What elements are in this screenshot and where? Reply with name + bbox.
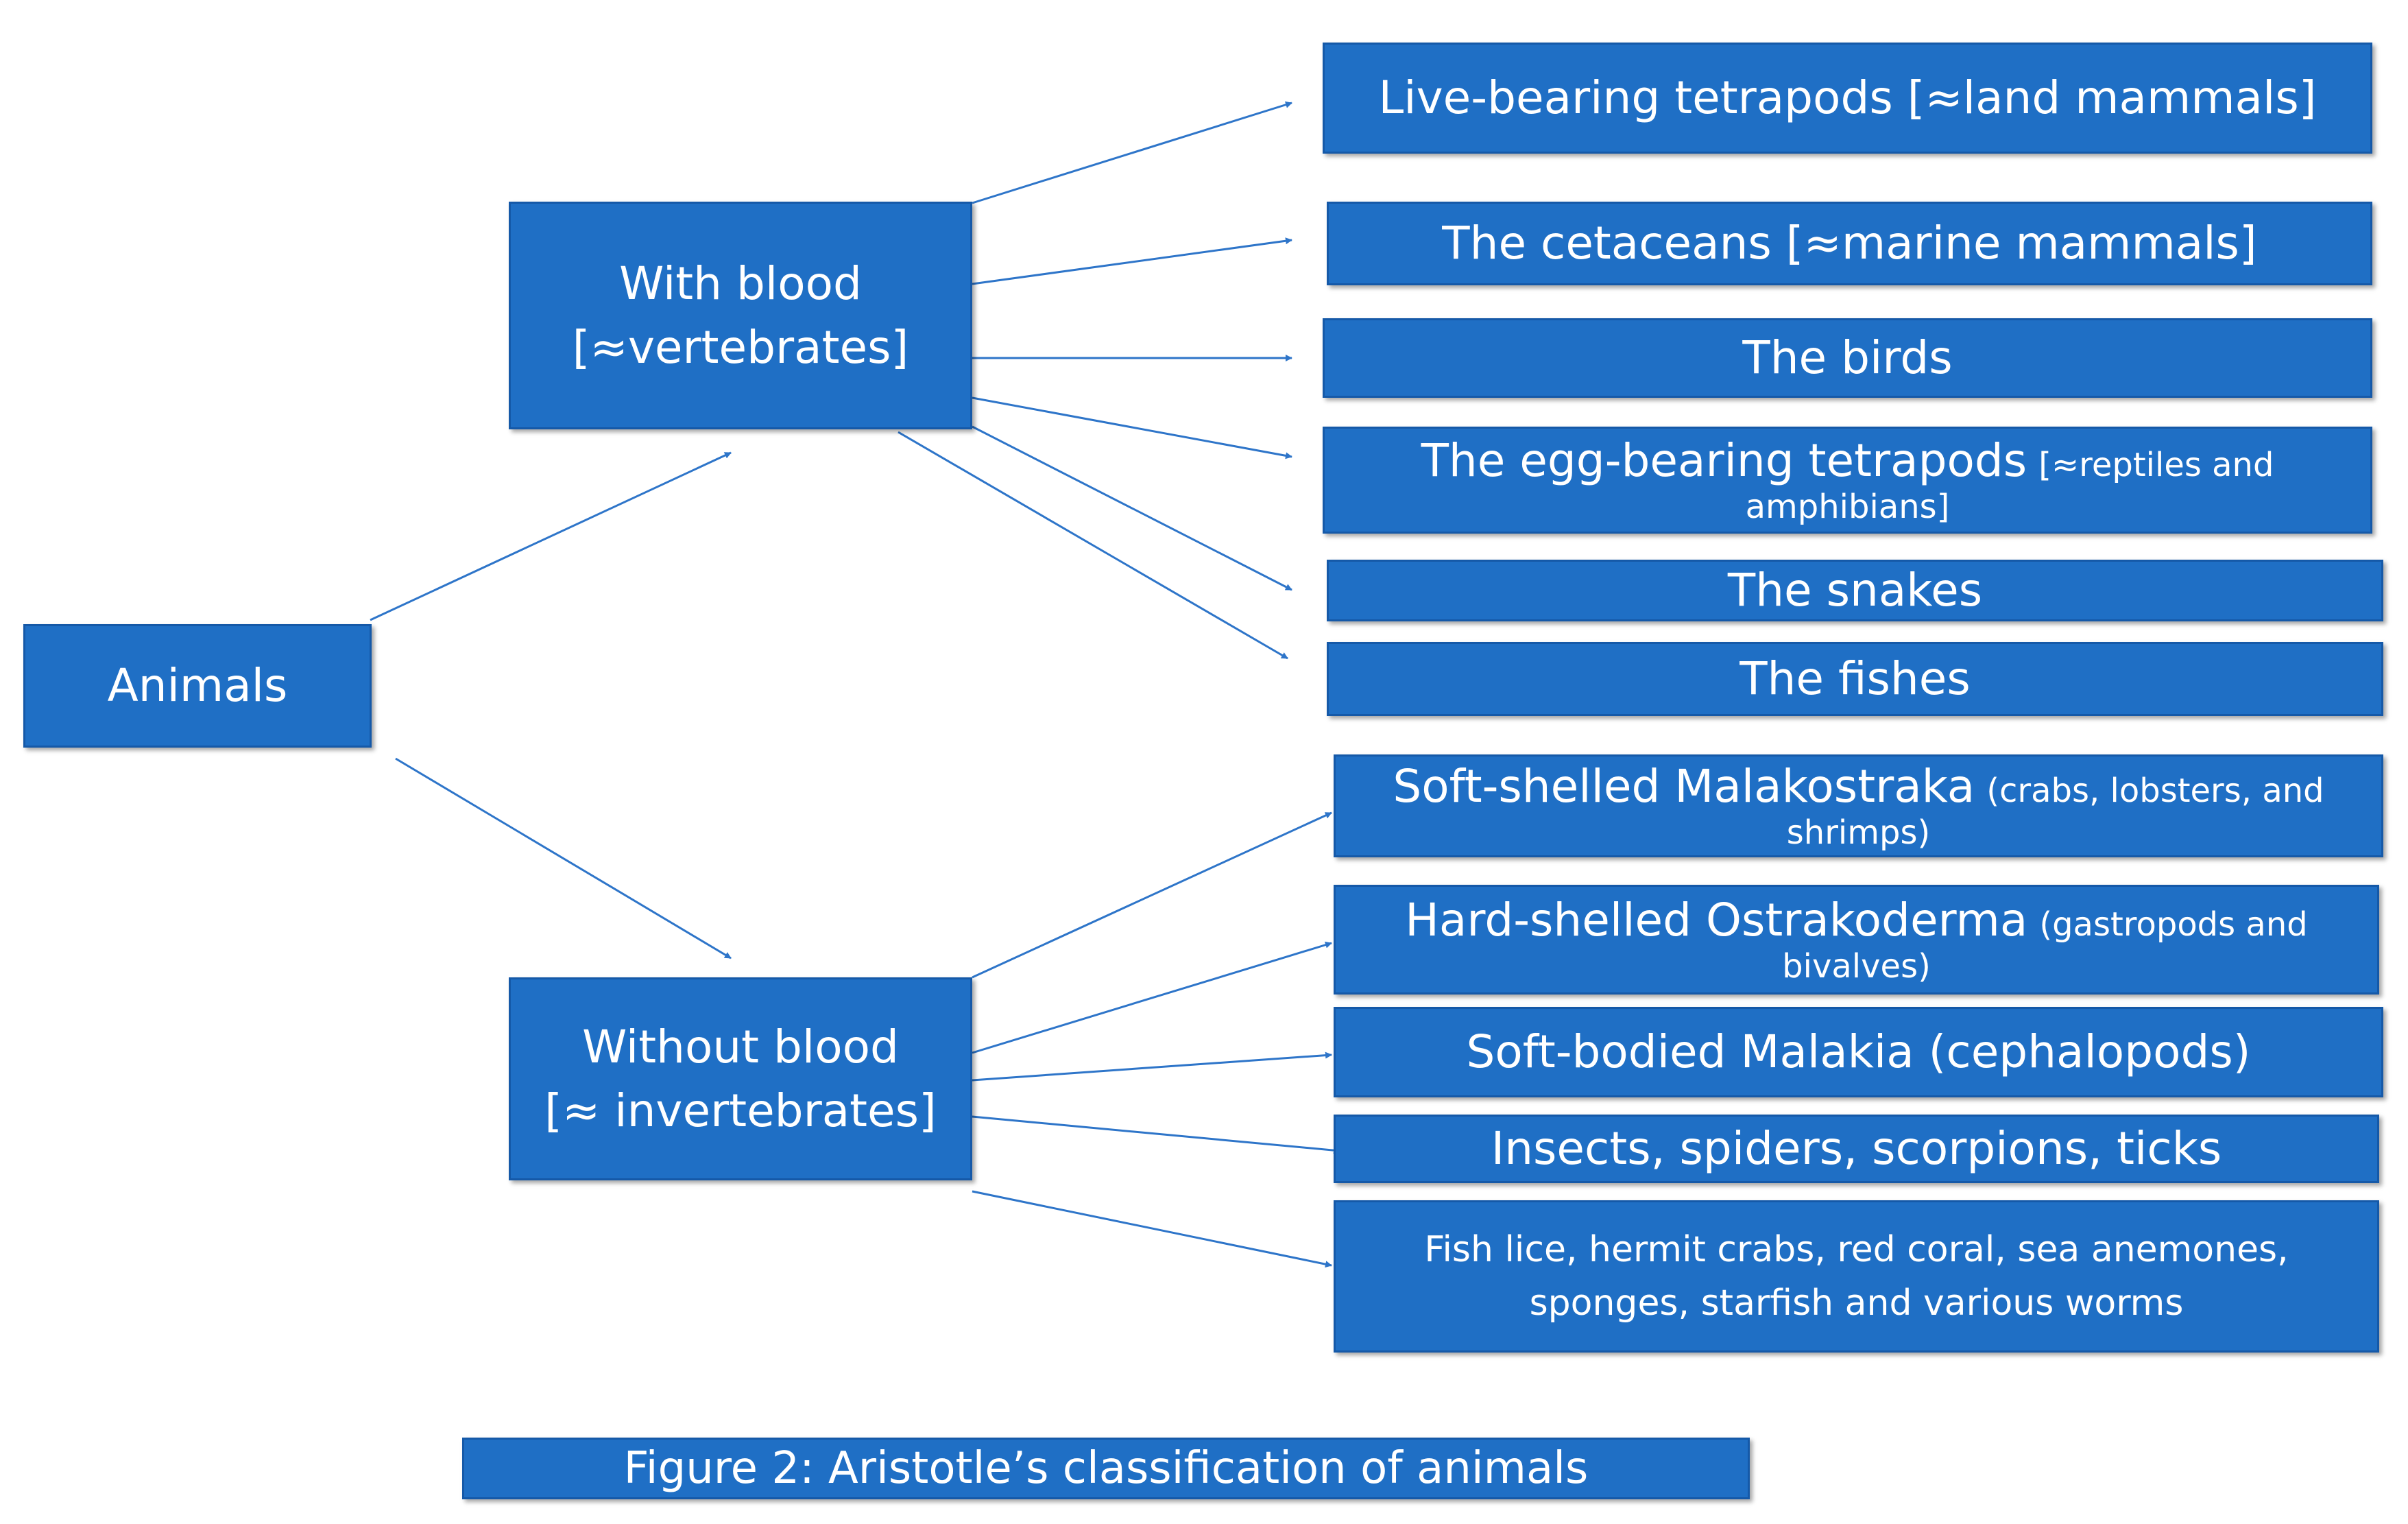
malakostraka-note: (crabs, lobsters, and	[1986, 771, 2324, 810]
misc-invertebrates-node: Fish lice, hermit crabs, red coral, sea …	[1334, 1200, 2379, 1353]
figure-caption-text: Figure 2: Aristotle’s classification of …	[623, 1442, 1589, 1494]
snakes-label: The snakes	[1727, 564, 1983, 617]
arrow-animals-to-without-blood	[395, 757, 732, 960]
figure-caption: Figure 2: Aristotle’s classification of …	[462, 1438, 1750, 1499]
arrow-to-fishes	[898, 431, 1288, 660]
insects-label: Insects, spiders, scorpions, ticks	[1491, 1122, 2222, 1176]
with-blood-label: With blood	[619, 257, 862, 310]
live-bearing-tetrapods-label: Live-bearing tetrapods [≈land mammals]	[1378, 71, 2317, 125]
arrow-to-misc	[972, 1190, 1332, 1268]
ostrakoderma-node: Hard-shelled Ostrakoderma (gastropods an…	[1334, 885, 2379, 995]
egg-bearing-tetrapods-note-cont: amphibians]	[1745, 487, 1950, 526]
animals-label: Animals	[107, 659, 288, 713]
arrow-to-live-bearing	[972, 101, 1292, 204]
arrow-to-malakostraka	[972, 811, 1332, 979]
malakostraka-note-cont: shrimps)	[1786, 813, 1931, 852]
insects-node: Insects, spiders, scorpions, ticks	[1334, 1115, 2379, 1183]
malakostraka-label: Soft-shelled Malakostraka	[1393, 759, 1975, 813]
fishes-node: The fishes	[1327, 642, 2383, 716]
malakia-node: Soft-bodied Malakia (cephalopods)	[1334, 1007, 2383, 1097]
cetaceans-label: The cetaceans [≈marine mammals]	[1442, 217, 2257, 270]
arrow-animals-to-with-blood	[370, 451, 732, 621]
malakia-label: Soft-bodied Malakia (cephalopods)	[1466, 1025, 2251, 1079]
misc-invertebrates-line1: Fish lice, hermit crabs, red coral, sea …	[1424, 1228, 2289, 1270]
arrow-to-snakes	[972, 425, 1292, 591]
malakostraka-node: Soft-shelled Malakostraka (crabs, lobste…	[1334, 754, 2383, 857]
ostrakoderma-note-cont: bivalves)	[1782, 946, 1931, 986]
with-blood-node: With blood [≈vertebrates]	[509, 202, 972, 429]
birds-label: The birds	[1742, 331, 1953, 385]
arrow-to-insects	[972, 1115, 1340, 1154]
arrow-to-cetaceans	[972, 237, 1292, 285]
fishes-label: The fishes	[1739, 652, 1971, 706]
without-blood-node: Without blood [≈ invertebrates]	[509, 977, 972, 1180]
without-blood-sublabel: [≈ invertebrates]	[544, 1084, 937, 1137]
ostrakoderma-note: (gastropods and	[2039, 905, 2308, 944]
cetaceans-node: The cetaceans [≈marine mammals]	[1327, 202, 2372, 285]
egg-bearing-tetrapods-label: The egg-bearing tetrapods	[1421, 433, 2027, 487]
with-blood-sublabel: [≈vertebrates]	[572, 321, 909, 374]
birds-node: The birds	[1323, 318, 2372, 398]
misc-invertebrates-line2: sponges, starfish and various worms	[1529, 1283, 2184, 1324]
arrow-to-egg-bearing	[972, 396, 1292, 460]
ostrakoderma-label: Hard-shelled Ostrakoderma	[1405, 893, 2028, 946]
live-bearing-tetrapods-node: Live-bearing tetrapods [≈land mammals]	[1323, 43, 2372, 154]
animals-node: Animals	[23, 624, 372, 748]
egg-bearing-tetrapods-node: The egg-bearing tetrapods [≈reptiles and…	[1323, 427, 2372, 534]
snakes-node: The snakes	[1327, 560, 2383, 621]
egg-bearing-tetrapods-note: [≈reptiles and	[2038, 445, 2274, 484]
without-blood-label: Without blood	[582, 1020, 899, 1073]
arrow-to-malakia	[972, 1051, 1332, 1082]
arrow-to-ostrakoderma	[972, 941, 1332, 1054]
